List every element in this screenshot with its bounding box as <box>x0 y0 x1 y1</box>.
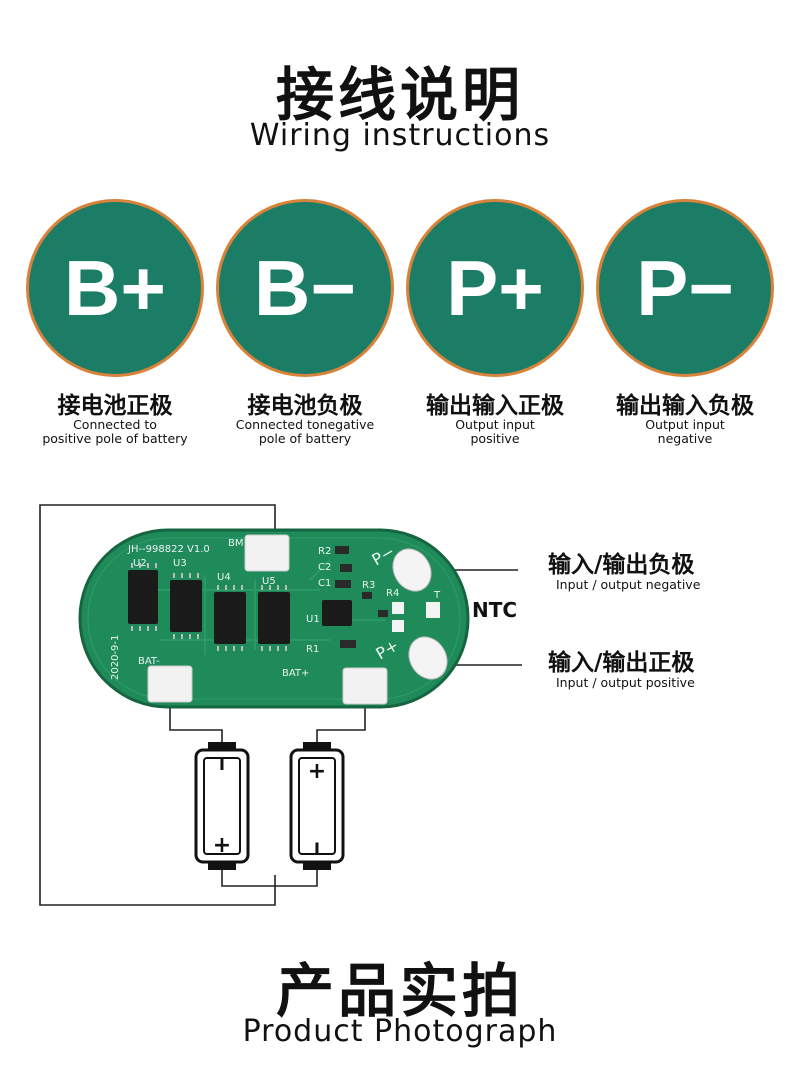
pin-p-minus-desc-2: negative <box>657 431 713 446</box>
pad-bm <box>244 534 290 572</box>
chip-pins <box>131 563 287 651</box>
comp-u1: U1 <box>306 614 320 625</box>
page-subtitle: Wiring instructions <box>249 118 551 153</box>
footer-title: 产品实拍 <box>275 957 524 1025</box>
callout-neg-label: 输入/输出负极 <box>548 552 695 578</box>
battery-1: I + <box>194 742 250 870</box>
series-link-wire <box>221 870 318 887</box>
pin-p-plus-desc-2: positive <box>470 431 520 446</box>
pcb-board: JH--998822 V1.0 2020-9-1 U2 U3 U4 U5 BM … <box>78 528 470 709</box>
board-model: JH--998822 V1.0 <box>127 544 210 555</box>
pin-p-plus-label: 输出输入正极 <box>426 393 564 419</box>
pad-p-minus <box>392 548 432 592</box>
chip-label-u4: U4 <box>217 572 231 583</box>
pin-b-plus-desc-1: Connected to <box>73 417 157 432</box>
bm-wire <box>39 504 276 906</box>
chip-label-u3: U3 <box>173 558 187 569</box>
pad-ntc <box>426 602 440 618</box>
battery-2-top-mark: + <box>308 759 326 784</box>
comp-r1: R1 <box>306 644 319 655</box>
comp-r3: R3 <box>362 580 375 591</box>
battery-1-bottom-mark: + <box>213 833 231 858</box>
comp-t: T <box>433 590 441 601</box>
comp-r4: R4 <box>386 588 399 599</box>
pin-p-plus: P+ <box>409 202 581 374</box>
pin-b-minus-desc-1: Connected tonegative <box>235 417 375 432</box>
chip-label-u5: U5 <box>262 576 276 587</box>
pin-b-minus: B− <box>219 202 391 374</box>
battery-2: + I <box>289 742 345 870</box>
pad-bat-plus <box>342 667 388 705</box>
pad-bm-label: BM <box>228 538 244 549</box>
pin-b-minus-desc-2: pole of battery <box>258 431 352 446</box>
pad-t1 <box>392 602 404 614</box>
comp-c2: C2 <box>318 562 331 573</box>
wires <box>39 504 522 906</box>
pin-b-minus-label: 接电池负极 <box>247 393 363 419</box>
bat-plus-wire <box>316 705 366 742</box>
battery-1-top-mark: I <box>219 755 225 774</box>
pad-p-plus <box>408 636 448 680</box>
pad-bat-minus-label: BAT- <box>138 656 160 667</box>
wiring-diagram: JH--998822 V1.0 2020-9-1 U2 U3 U4 U5 BM … <box>39 504 522 906</box>
chip-label-u2: U2 <box>133 558 147 569</box>
pin-p-minus-desc-1: Output input <box>645 417 725 432</box>
callout-pos-label: 输入/输出正极 <box>548 650 695 676</box>
pad-bat-plus-label: BAT+ <box>282 668 309 679</box>
pin-p-minus-label: 输出输入负极 <box>616 393 754 419</box>
callout-pos-desc: Input / output positive <box>556 675 695 690</box>
pad-bat-minus <box>147 665 193 703</box>
pin-b-plus-label: 接电池正极 <box>57 393 173 419</box>
pin-b-plus: B+ <box>29 202 201 374</box>
chips <box>128 570 352 644</box>
board-date: 2020-9-1 <box>110 635 121 680</box>
pin-p-plus-desc-1: Output input <box>455 417 535 432</box>
bat-minus-wire <box>169 705 223 742</box>
comp-r2: R2 <box>318 546 331 557</box>
footer-subtitle: Product Photograph <box>242 1014 558 1049</box>
callout-ntc-label: NTC <box>472 598 518 622</box>
callout-neg-desc: Input / output negative <box>556 577 701 592</box>
comp-c1: C1 <box>318 578 331 589</box>
pin-b-plus-desc-2: positive pole of battery <box>42 431 188 446</box>
page-title: 接线说明 <box>275 61 524 129</box>
pad-t2 <box>392 620 404 632</box>
pin-p-minus: P− <box>599 202 771 374</box>
battery-2-bottom-mark: I <box>314 839 320 858</box>
smd-parts <box>335 546 388 648</box>
